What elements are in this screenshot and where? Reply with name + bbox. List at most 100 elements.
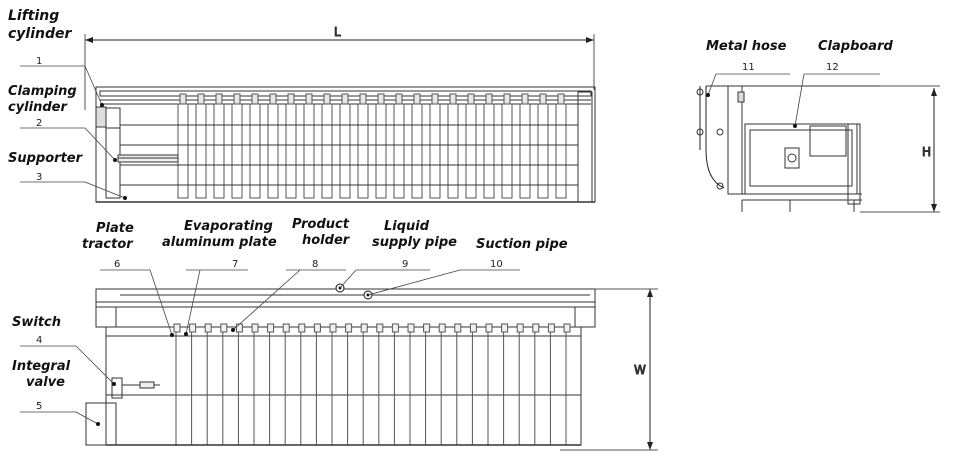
plate-side: [303, 103, 315, 199]
plate-hanger: [251, 93, 259, 105]
leader-lines-bottom: [20, 269, 520, 425]
plate-connector: [501, 323, 509, 333]
plate-connector: [563, 323, 571, 333]
plate-side: [429, 103, 441, 199]
plate-connector: [360, 323, 368, 333]
plate-hanger: [197, 93, 205, 105]
dimension-width: W: [634, 363, 646, 377]
plate-connector: [547, 323, 555, 333]
plate-side: [339, 103, 351, 199]
callout-5: 5: [36, 401, 42, 412]
plate-side: [555, 103, 567, 199]
labels: Lifting cylinder 1 Clamping cylinder 2 S…: [8, 8, 893, 412]
plate-side: [519, 103, 531, 199]
plate-side: [267, 103, 279, 199]
plate-connector: [204, 323, 212, 333]
label-plate-tractor-line1: Plate: [96, 221, 134, 236]
plate-hanger: [287, 93, 295, 105]
plate-hanger: [179, 93, 187, 105]
plate-hanger: [323, 93, 331, 105]
label-suction-pipe: Suction pipe: [476, 237, 568, 252]
plate-connector: [282, 323, 290, 333]
plate-connector: [251, 323, 259, 333]
plate-hanger: [359, 93, 367, 105]
callout-8: 8: [312, 259, 318, 270]
plate-connector: [173, 323, 181, 333]
label-supporter: Supporter: [8, 151, 84, 166]
plate-connector: [423, 323, 431, 333]
plate-side: [213, 103, 225, 199]
label-liquid-supply-line1: Liquid: [384, 219, 430, 234]
callout-4: 4: [36, 335, 42, 346]
plate-hanger: [215, 93, 223, 105]
callout-3: 3: [36, 172, 42, 183]
callout-1: 1: [36, 56, 42, 67]
leader-lines-top: [20, 65, 126, 199]
plate-connector: [485, 323, 493, 333]
label-evaporating-plate-line2: aluminum plate: [162, 235, 277, 250]
label-integral-valve-line1: Integral: [12, 359, 71, 374]
label-product-holder-line2: holder: [302, 233, 351, 248]
callout-12: 12: [826, 62, 839, 73]
leader-lines-side: [707, 73, 880, 127]
label-liquid-supply-line2: supply pipe: [372, 235, 457, 250]
callout-7: 7: [232, 259, 238, 270]
label-switch: Switch: [12, 315, 61, 330]
plate-connector: [376, 323, 384, 333]
plate-connector: [298, 323, 306, 333]
plate-side: [447, 103, 459, 199]
callout-11: 11: [742, 62, 755, 73]
plate-connector: [220, 323, 228, 333]
plate-hanger: [503, 93, 511, 105]
plate-hanger: [377, 93, 385, 105]
plate-hanger: [395, 93, 403, 105]
plate-connector: [469, 323, 477, 333]
label-lifting-cylinder-line1: Lifting: [8, 8, 59, 24]
front-elevation-view: L: [84, 25, 596, 203]
plate-hanger: [485, 93, 493, 105]
leader-dots-side: [706, 93, 797, 128]
callout-9: 9: [402, 259, 408, 270]
plate-hanger: [467, 93, 475, 105]
plate-connector: [516, 323, 524, 333]
plate-side: [177, 103, 189, 199]
dimension-length: L: [334, 25, 341, 39]
plate-side: [285, 103, 297, 199]
plate-hanger: [431, 93, 439, 105]
plate-connector: [407, 323, 415, 333]
dimension-height: H: [922, 145, 931, 159]
plate-hanger: [521, 93, 529, 105]
plate-connector: [235, 323, 243, 333]
label-lifting-cylinder-line2: cylinder: [8, 26, 73, 42]
leader-dots-bottom: [96, 328, 235, 426]
plate-hanger: [557, 93, 565, 105]
callout-6: 6: [114, 259, 120, 270]
label-product-holder-line1: Product: [292, 217, 350, 232]
plate-connector: [313, 323, 321, 333]
label-metal-hose: Metal hose: [706, 39, 787, 54]
plate-side: [375, 103, 387, 199]
plate-connector: [391, 323, 399, 333]
plate-side: [321, 103, 333, 199]
plate-side: [537, 103, 549, 199]
plate-side: [393, 103, 405, 199]
plate-side: [465, 103, 477, 199]
label-plate-tractor-line2: tractor: [82, 237, 134, 252]
label-integral-valve-line2: valve: [26, 375, 65, 390]
plan-view: W: [85, 283, 658, 451]
plate-side: [411, 103, 423, 199]
plate-hanger: [539, 93, 547, 105]
plate-connector: [329, 323, 337, 333]
plate-connector: [267, 323, 275, 333]
plate-side: [483, 103, 495, 199]
plate-connector: [532, 323, 540, 333]
evaporating-plates-plan: [173, 323, 571, 445]
plate-hanger: [413, 93, 421, 105]
plate-connector: [189, 323, 197, 333]
plate-connector: [438, 323, 446, 333]
plate-side: [231, 103, 243, 199]
label-clamping-cylinder-line1: Clamping: [8, 84, 77, 99]
evaporating-plates-side: [177, 93, 567, 199]
plate-hanger: [341, 93, 349, 105]
